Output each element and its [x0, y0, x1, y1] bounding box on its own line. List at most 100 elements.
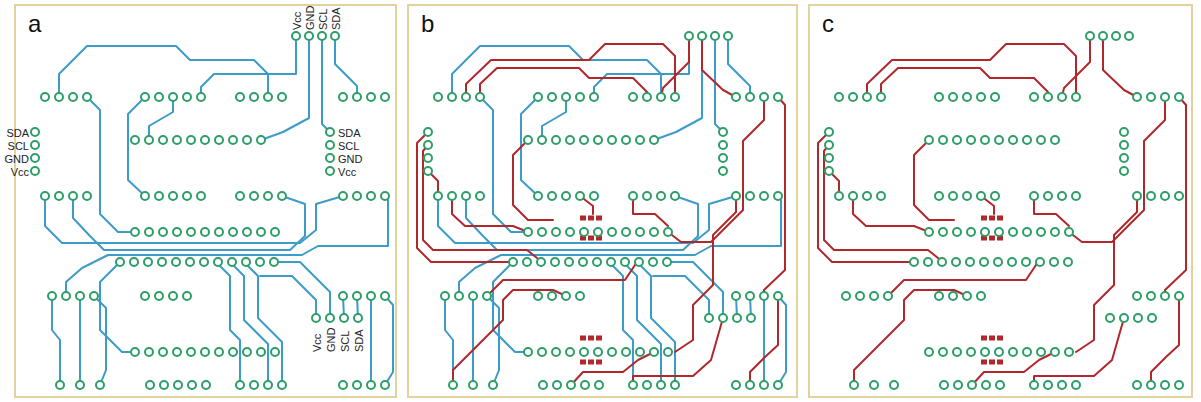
through-hole-pad: [719, 141, 727, 149]
through-hole-pad: [567, 381, 575, 389]
through-hole-pad: [1120, 314, 1128, 322]
through-hole-pad: [940, 381, 948, 389]
smd-pad: [981, 216, 987, 221]
through-hole-pad: [141, 93, 149, 101]
copper-trace: [778, 296, 786, 385]
through-hole-pad: [608, 136, 616, 144]
smd-pad: [596, 336, 602, 341]
through-hole-pad: [877, 93, 885, 101]
through-hole-pad: [1175, 192, 1183, 200]
pin-label-anchor: Vcc: [11, 162, 29, 180]
through-hole-pad: [448, 192, 456, 200]
through-hole-pad: [991, 93, 999, 101]
copper-trace: [818, 132, 914, 262]
through-hole-pad: [954, 381, 962, 389]
pin-name: SCL: [339, 331, 351, 352]
through-hole-pad: [594, 228, 602, 236]
pin-name: SDA: [338, 127, 361, 139]
copper-trace: [480, 68, 647, 97]
through-hole-pad: [339, 292, 347, 300]
through-hole-pad: [1147, 292, 1155, 300]
copper-trace: [201, 36, 296, 97]
through-hole-pad: [925, 136, 933, 144]
through-hole-pad: [131, 136, 139, 144]
copper-trace: [633, 318, 723, 385]
through-hole-pad: [890, 381, 898, 389]
through-hole-pad: [1112, 32, 1120, 40]
through-hole-pad: [339, 381, 347, 389]
through-hole-pad: [636, 228, 644, 236]
copper-trace: [675, 196, 736, 352]
through-hole-pad: [576, 292, 584, 300]
through-hole-pad: [305, 32, 313, 40]
through-hole-pad: [643, 192, 651, 200]
through-hole-pad: [580, 348, 588, 356]
through-hole-pad: [968, 381, 976, 389]
copper-trace: [79, 296, 81, 385]
copper-trace: [513, 140, 553, 220]
through-hole-pad: [719, 154, 727, 162]
through-hole-pad: [1133, 93, 1141, 101]
through-hole-pad: [1037, 136, 1045, 144]
through-hole-pad: [1051, 228, 1059, 236]
through-hole-pad: [835, 93, 843, 101]
through-hole-pad: [663, 258, 671, 266]
through-hole-pad: [565, 258, 573, 266]
through-hole-pad: [1044, 93, 1052, 101]
through-hole-pad: [229, 228, 237, 236]
through-hole-pad: [1148, 314, 1156, 322]
through-hole-pad: [608, 348, 616, 356]
through-hole-pad: [476, 93, 484, 101]
through-hole-pad: [424, 128, 432, 136]
pin-name: Vcc: [11, 166, 29, 178]
through-hole-pad: [215, 136, 223, 144]
pin-label-anchor: SDA: [349, 329, 367, 352]
through-hole-pad: [650, 136, 658, 144]
through-hole-pad: [664, 228, 672, 236]
through-hole-pad: [949, 192, 957, 200]
through-hole-pad: [566, 228, 574, 236]
through-hole-pad: [367, 192, 375, 200]
through-hole-pad: [257, 348, 265, 356]
through-hole-pad: [629, 93, 637, 101]
through-hole-pad: [524, 228, 532, 236]
through-hole-pad: [562, 292, 570, 300]
through-hole-pad: [1086, 32, 1094, 40]
through-hole-pad: [229, 348, 237, 356]
through-hole-pad: [381, 93, 389, 101]
pin-label-anchor: GND: [300, 6, 318, 30]
pcb-layer: [417, 32, 786, 389]
through-hole-pad: [271, 228, 279, 236]
through-hole-pad: [367, 381, 375, 389]
pin-name: GND: [304, 6, 316, 30]
through-hole-pad: [1175, 381, 1183, 389]
through-hole-pad: [595, 381, 603, 389]
through-hole-pad: [548, 292, 556, 300]
through-hole-pad: [594, 136, 602, 144]
copper-trace: [216, 262, 240, 385]
smd-pad: [989, 216, 995, 221]
copper-trace: [244, 262, 282, 385]
through-hole-pad: [264, 381, 272, 389]
through-hole-pad: [566, 136, 574, 144]
through-hole-pad: [1009, 228, 1017, 236]
through-hole-pad: [925, 228, 933, 236]
through-hole-pad: [141, 192, 149, 200]
copper-trace: [1076, 196, 1137, 352]
through-hole-pad: [1044, 381, 1052, 389]
through-hole-pad: [562, 93, 570, 101]
through-hole-pad: [1125, 32, 1133, 40]
copper-trace: [335, 36, 357, 97]
pin-label-anchor: SCL: [338, 136, 359, 154]
through-hole-pad: [981, 228, 989, 236]
copper-trace: [322, 36, 330, 132]
through-hole-pad: [250, 192, 258, 200]
smd-pad: [580, 360, 586, 365]
through-hole-pad: [187, 228, 195, 236]
copper-trace: [854, 290, 967, 385]
through-hole-pad: [963, 292, 971, 300]
through-hole-pad: [825, 141, 833, 149]
through-hole-pad: [381, 292, 389, 300]
copper-trace: [824, 145, 943, 262]
through-hole-pad: [1161, 292, 1169, 300]
